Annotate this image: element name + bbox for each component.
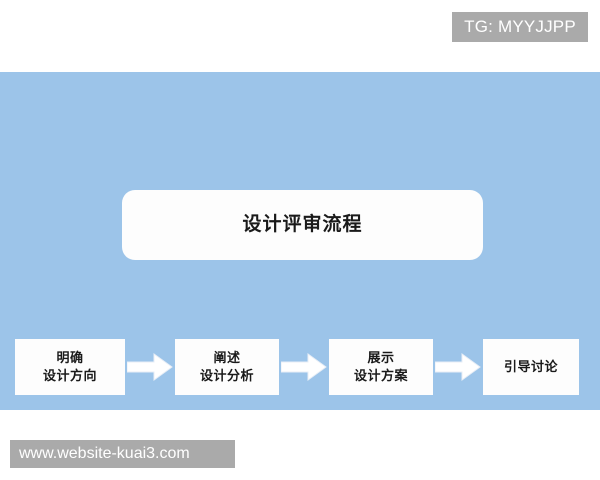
flow-arrow-3 — [433, 339, 483, 395]
flow-step-1: 明确 设计方向 — [15, 339, 125, 395]
flow-step-2: 阐述 设计分析 — [175, 339, 279, 395]
flow-arrow-2 — [279, 339, 329, 395]
tg-handle-badge: TG: MYYJJPP — [452, 12, 588, 42]
flow-step-2-line2: 设计分析 — [199, 368, 254, 383]
flow-step-3-line1: 展示 — [367, 350, 395, 366]
flow-arrow-1 — [125, 339, 175, 395]
arrow-right-icon — [435, 353, 481, 381]
process-flow-row: 明确 设计方向 阐述 设计分析 — [0, 338, 600, 396]
slide-title-card: 设计评审流程 — [122, 190, 483, 260]
slide-background-panel: 设计评审流程 明确 设计方向 阐述 设计分析 — [0, 72, 600, 410]
flow-step-1-line2: 设计方向 — [42, 368, 97, 383]
flow-step-1-line1: 明确 — [56, 350, 84, 366]
tg-handle-label: TG: MYYJJPP — [464, 17, 576, 36]
flow-step-2-line1: 阐述 — [213, 350, 241, 366]
arrow-right-icon — [281, 353, 327, 381]
flow-step-4-line1: 引导讨论 — [503, 359, 558, 375]
flow-step-3-line2: 设计方案 — [353, 368, 408, 383]
flow-step-3: 展示 设计方案 — [329, 339, 433, 395]
slide-title-text: 设计评审流程 — [242, 213, 363, 235]
site-watermark: www.website-kuai3.com — [10, 440, 235, 468]
arrow-right-icon — [127, 353, 173, 381]
site-watermark-label: www.website-kuai3.com — [19, 445, 190, 462]
flow-step-4: 引导讨论 — [483, 339, 579, 395]
